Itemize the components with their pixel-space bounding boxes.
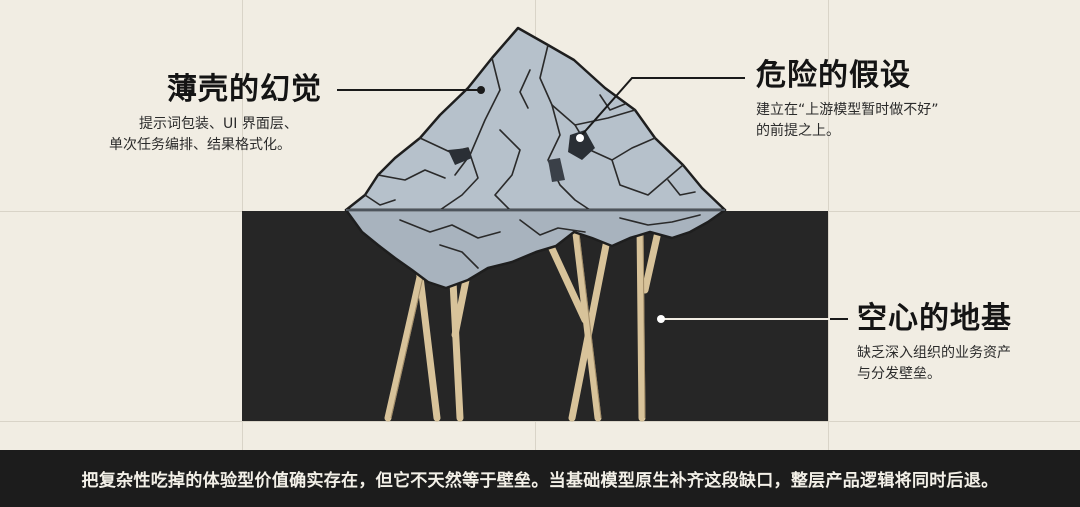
marker-dot <box>477 86 485 94</box>
callout-desc-foundation-line1: 缺乏深入组织的业务资产 <box>857 345 1011 361</box>
callout-desc-illusion-line2: 单次任务编排、结果格式化。 <box>109 137 291 153</box>
rock-upper <box>344 26 727 212</box>
marker-dot <box>576 134 584 142</box>
callout-desc-assumption-line1: 建立在“上游模型暂时做不好” <box>756 102 939 118</box>
callout-title-illusion: 薄壳的幻觉 <box>167 72 322 107</box>
footer-caption-bar: 把复杂性吃掉的体验型价值确实存在，但它不天然等于壁垒。当基础模型原生补齐这段缺口… <box>0 450 1080 507</box>
callout-title-assumption: 危险的假设 <box>756 58 911 93</box>
callout-desc-assumption-line2: 的前提之上。 <box>756 123 840 139</box>
grid-line-vertical <box>828 0 829 450</box>
footer-caption-text: 把复杂性吃掉的体验型价值确实存在，但它不天然等于壁垒。当基础模型原生补齐这段缺口… <box>81 471 999 491</box>
grid-line-horizontal <box>0 421 1080 422</box>
marker-dot <box>657 315 665 323</box>
callout-title-foundation: 空心的地基 <box>857 301 1012 336</box>
rock-lower <box>344 208 727 290</box>
callout-desc-illusion-line1: 提示词包装、UI 界面层、 <box>139 116 298 132</box>
iceberg-illustration <box>337 26 848 422</box>
leader-lines <box>337 77 745 138</box>
callout-desc-foundation-line2: 与分发壁垒。 <box>857 366 941 382</box>
